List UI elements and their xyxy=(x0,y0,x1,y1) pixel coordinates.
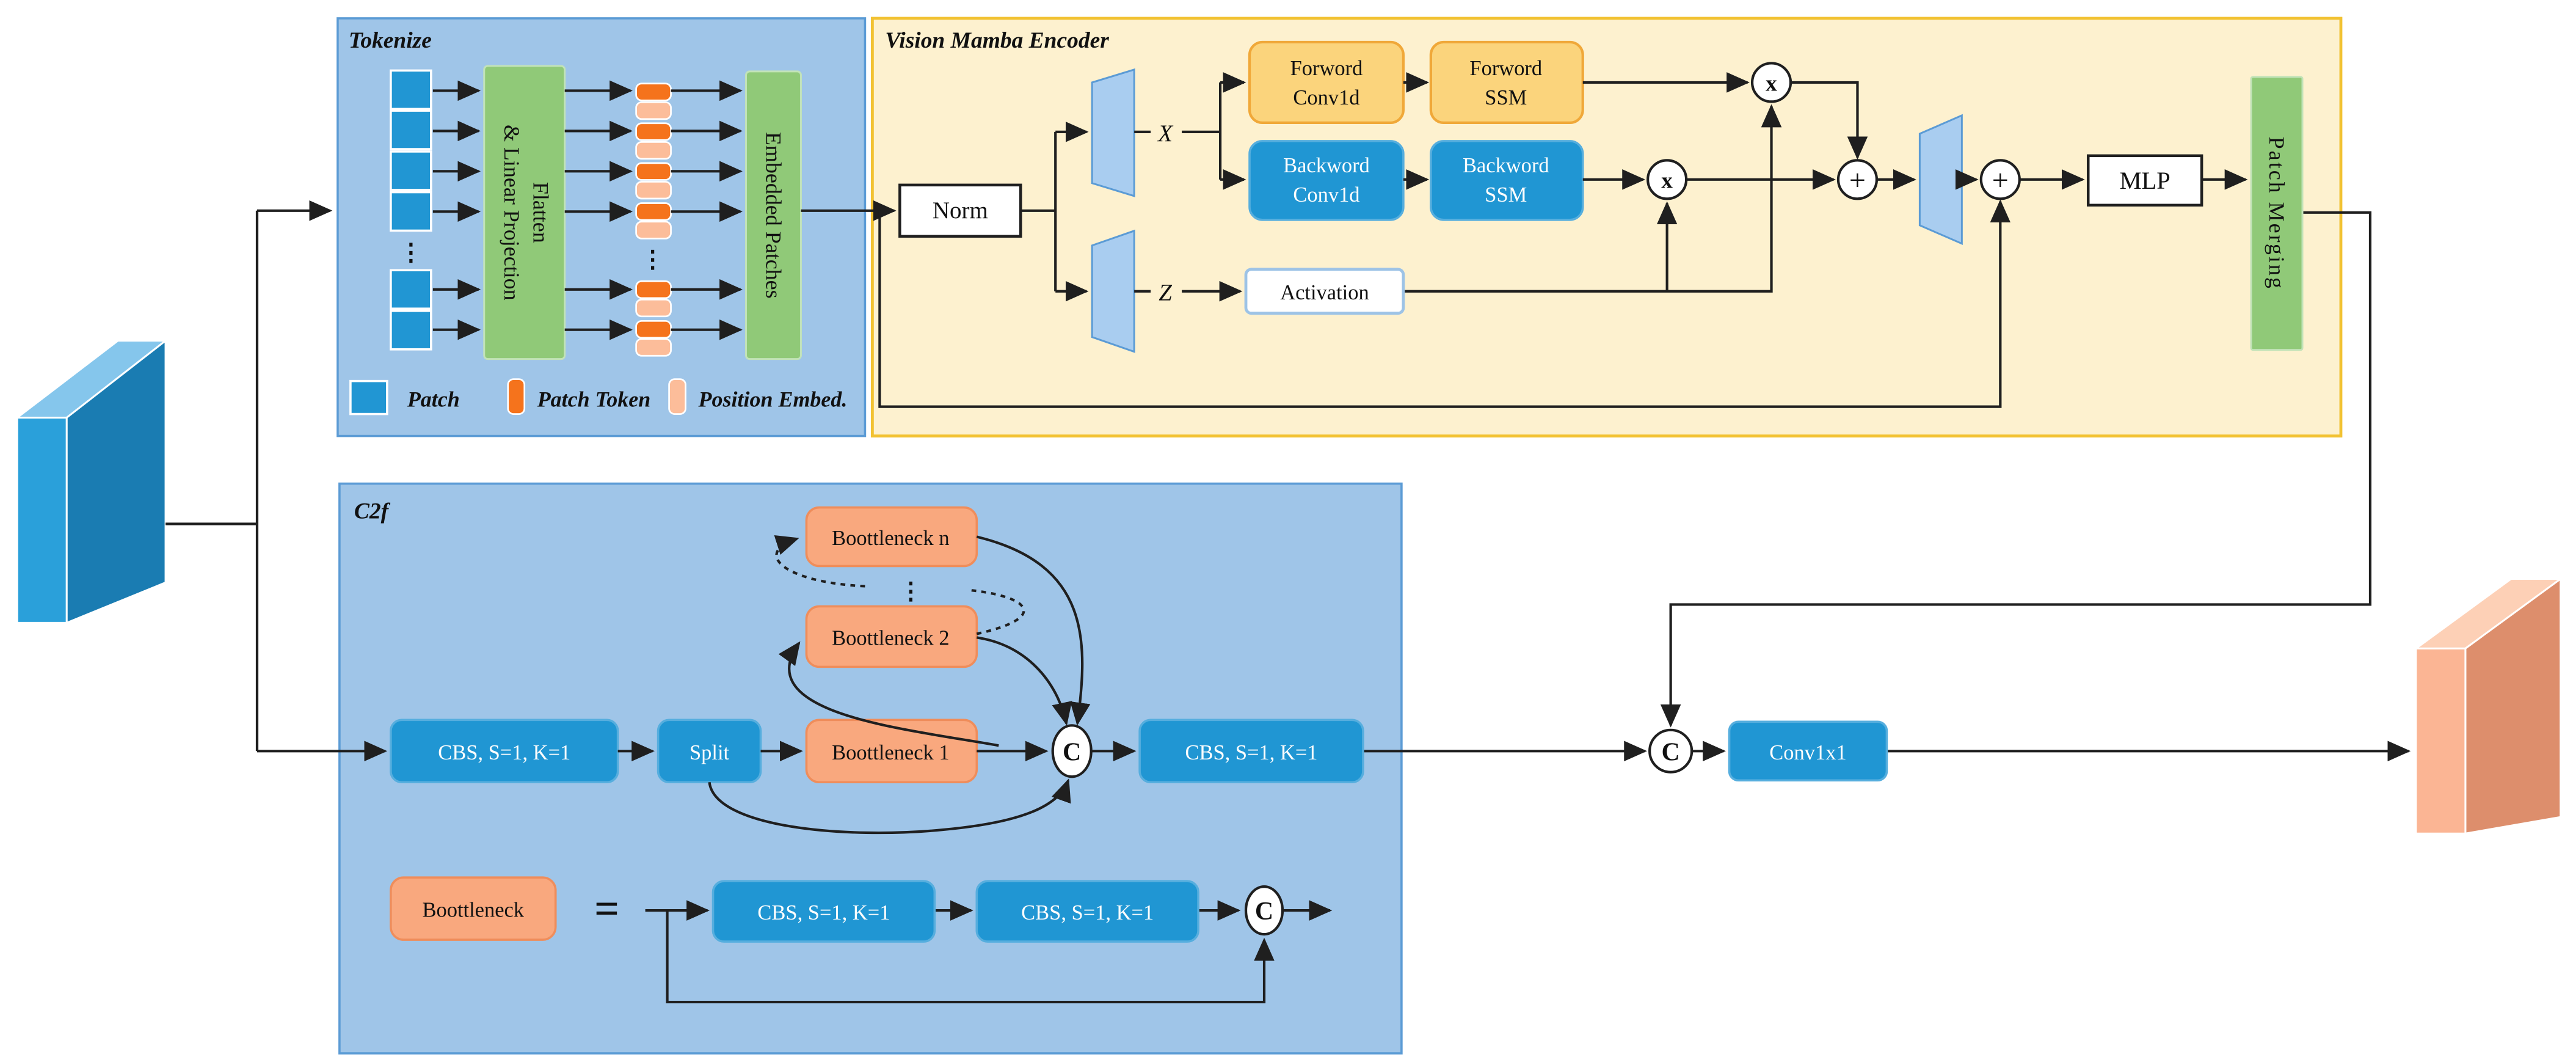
c2f-bottleneck-ellipsis: ⋮ xyxy=(899,578,923,604)
x-projection-trapezoid xyxy=(1091,68,1135,197)
backward-ssm-line2: SSM xyxy=(1485,183,1527,207)
forward-conv1d-line1: Forword xyxy=(1290,57,1363,80)
forward-ssm-line1: Forword xyxy=(1469,57,1542,80)
c2f-bottleneck2-label: Boottleneck 2 xyxy=(832,626,949,649)
add-symbol-1: + xyxy=(1849,164,1866,196)
backward-ssm-line1: Backword xyxy=(1463,154,1549,177)
norm-label: Norm xyxy=(933,197,988,224)
z-projection-trapezoid xyxy=(1091,229,1135,353)
bottleneck-def-cbs-a-box xyxy=(711,880,936,943)
out-projection-trapezoid xyxy=(1918,114,1963,246)
z-variable-label: Z xyxy=(1159,280,1172,306)
legend-patch-label: Patch xyxy=(407,387,460,412)
forward-ssm-box xyxy=(1429,40,1584,124)
svg-text:& Linear Projection: & Linear Projection xyxy=(500,125,524,301)
add-symbol-2: + xyxy=(1992,164,2009,196)
bottleneck-def-label: Boottleneck xyxy=(422,899,524,922)
head-concat-circle xyxy=(1648,728,1694,774)
vme-title: Vision Mamba Encoder xyxy=(885,28,1109,53)
c2f-cbs1-label: CBS, S=1, K=1 xyxy=(438,741,570,764)
flatten-linear-projection-label: Flatten & Linear Projection xyxy=(500,125,553,301)
embedded-patches-box xyxy=(745,70,802,360)
c2f-split-label: Split xyxy=(689,741,730,764)
c2f-title: C2f xyxy=(354,499,391,524)
c2f-bottleneck2-box xyxy=(805,605,978,668)
backward-conv1d-box xyxy=(1248,140,1405,221)
c2f-cbs2-box xyxy=(1138,719,1364,784)
token-ellipsis: ⋮ xyxy=(641,247,664,273)
z-branch-connectors xyxy=(1134,104,1782,302)
conv1x1-box xyxy=(1728,720,1888,782)
legend-patch-token-swatch xyxy=(507,378,526,415)
tokenize-title: Tokenize xyxy=(349,28,432,53)
legend-position-embed-label: Position Embed. xyxy=(698,387,848,412)
gate-to-add-connectors xyxy=(1686,81,1868,190)
input-feature-map-slab xyxy=(14,338,169,624)
bottleneck-def-concat-symbol: C xyxy=(1255,898,1273,926)
forward-conv1d-box xyxy=(1248,40,1405,124)
patch-ellipsis: ⋮ xyxy=(399,240,423,266)
multiply-symbol-forward: x xyxy=(1766,71,1777,96)
c2f-bottleneck1-label: Boottleneck 1 xyxy=(832,741,949,764)
mlp-box xyxy=(2086,154,2203,207)
bottleneck-def-concat-circle xyxy=(1244,885,1284,936)
backward-ssm-box xyxy=(1430,140,1584,221)
legend-position-embed-swatch xyxy=(668,378,686,415)
multiply-symbol-backward: x xyxy=(1661,168,1673,193)
tokenize-flow-arrows xyxy=(432,80,743,340)
backward-conv1d-line2: Conv1d xyxy=(1293,183,1359,207)
equals-sign: = xyxy=(594,884,619,933)
activation-box xyxy=(1244,268,1405,315)
bottleneck-def-cbs-a-label: CBS, S=1, K=1 xyxy=(757,901,890,924)
legend-patch-token-label: Patch Token xyxy=(537,387,651,412)
c2f-curved-connectors xyxy=(708,535,1091,835)
legend-patch-swatch xyxy=(349,379,388,415)
norm-split-connectors xyxy=(1021,122,1089,302)
bottleneck-def-cbs-b-box xyxy=(975,880,1199,943)
svg-text:Flatten: Flatten xyxy=(529,182,553,243)
c2f-concat-symbol: C xyxy=(1063,738,1081,766)
head-concat-symbol: C xyxy=(1661,738,1679,766)
multiply-circle-forward xyxy=(1750,62,1792,103)
patch-token-pairs xyxy=(635,82,672,357)
ssm-connectors xyxy=(1403,72,1750,190)
vme-residual-skip xyxy=(878,199,2011,408)
norm-box xyxy=(898,183,1022,238)
output-feature-map-slab xyxy=(2413,577,2564,835)
svg-text:Patch Merging: Patch Merging xyxy=(2265,137,2289,290)
bottleneck-def-cbs-b-label: CBS, S=1, K=1 xyxy=(1021,901,1154,924)
forward-ssm-line2: SSM xyxy=(1485,86,1527,109)
patch-merging-label: Patch Merging xyxy=(2265,137,2289,290)
vision-mamba-encoder-panel xyxy=(870,16,2343,437)
forward-conv1d-line2: Conv1d xyxy=(1293,86,1359,109)
svg-text:Embedded Patches: Embedded Patches xyxy=(761,132,785,299)
patch-squares xyxy=(390,69,432,351)
mlp-label: MLP xyxy=(2120,167,2170,194)
conv1x1-label: Conv1x1 xyxy=(1769,741,1846,764)
patch-merging-box xyxy=(2250,76,2304,351)
c2f-bottleneckn-label: Boottleneck n xyxy=(832,527,949,550)
bottleneck-def-box xyxy=(390,876,557,941)
main-routing-connectors xyxy=(166,200,2411,762)
x-variable-label: X xyxy=(1157,120,1174,147)
bottleneck-def-connectors xyxy=(645,900,1333,1004)
backward-conv1d-line1: Backword xyxy=(1283,154,1370,177)
x-branch-connectors xyxy=(1134,72,1246,190)
c2f-cbs2-label: CBS, S=1, K=1 xyxy=(1185,741,1318,764)
embedded-patches-label: Embedded Patches xyxy=(761,132,785,299)
tokenize-legend: Patch Patch Token Position Embed. xyxy=(349,378,848,415)
activation-label: Activation xyxy=(1280,281,1369,304)
